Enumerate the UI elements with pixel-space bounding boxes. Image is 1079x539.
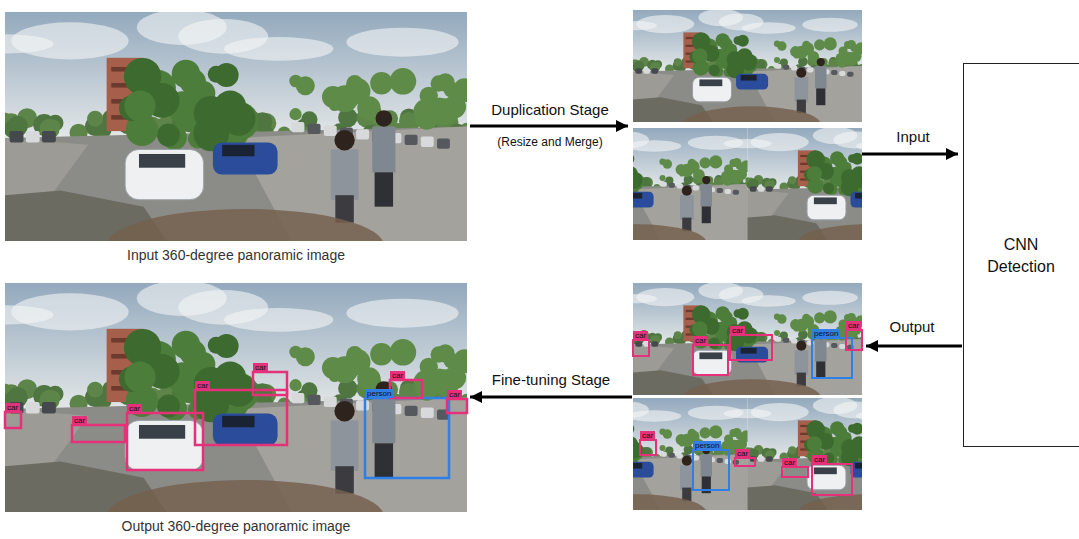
detection-box [735, 458, 755, 466]
flow-arrow [470, 125, 628, 128]
panorama-photo [633, 10, 862, 122]
detection-tag: car [693, 336, 708, 345]
detection-tag: car [640, 431, 655, 440]
panorama-photo [633, 398, 862, 510]
detection-tag: car [253, 363, 268, 372]
box-label: CNN Detection [981, 234, 1061, 278]
detection-box [390, 380, 422, 398]
detection-box [5, 412, 21, 428]
detection-box [365, 398, 449, 478]
detection-box [195, 390, 287, 445]
detection-tag: car [633, 331, 648, 340]
detection-tag: car [72, 416, 87, 425]
detection-box [846, 330, 862, 350]
detection-box [693, 450, 729, 490]
detection-box [447, 399, 467, 413]
detection-tag: car [812, 455, 827, 464]
detection-tag: car [390, 371, 405, 380]
stage-label: Duplication Stage [491, 101, 609, 119]
detection-tag: car [195, 381, 210, 390]
detection-tag: car [127, 404, 142, 413]
arrow-label: Output [889, 318, 934, 336]
detection-tag: car [447, 390, 462, 399]
image-caption: Output 360-degree panoramic image [5, 517, 467, 535]
process-box: CNN Detection [963, 63, 1079, 447]
detection-tag: car [846, 321, 861, 330]
detection-box [730, 335, 772, 360]
detection-tag: car [730, 326, 745, 335]
detection-tag: person [365, 389, 393, 398]
detection-tag: car [5, 403, 20, 412]
stage-note: (Resize and Merge) [497, 135, 602, 150]
panorama-photo [5, 12, 467, 241]
detection-box [782, 467, 808, 477]
flow-arrow [862, 153, 958, 156]
panorama-photo [5, 283, 467, 512]
detection-box [812, 464, 852, 495]
detection-tag: person [812, 329, 840, 338]
flow-arrow [470, 396, 632, 399]
arrow-label: Input [896, 128, 929, 146]
stage-label: Fine-tuning Stage [492, 371, 610, 389]
image-panel: Input 360-degree panoramic image [5, 12, 467, 241]
panorama-photo [633, 283, 862, 395]
image-panel: Output 360-degree panoramic image [5, 283, 467, 512]
detection-box [640, 440, 656, 455]
detection-box [72, 425, 125, 442]
detection-tag: car [782, 458, 797, 467]
panorama-photo [633, 128, 862, 240]
image-caption: Input 360-degree panoramic image [5, 246, 467, 264]
detection-tag: car [735, 449, 750, 458]
detection-box [253, 372, 287, 395]
detection-box [693, 345, 728, 375]
flow-arrow [866, 345, 962, 348]
detection-tag: person [693, 441, 721, 450]
detection-box [633, 340, 649, 356]
detection-box [127, 413, 203, 470]
